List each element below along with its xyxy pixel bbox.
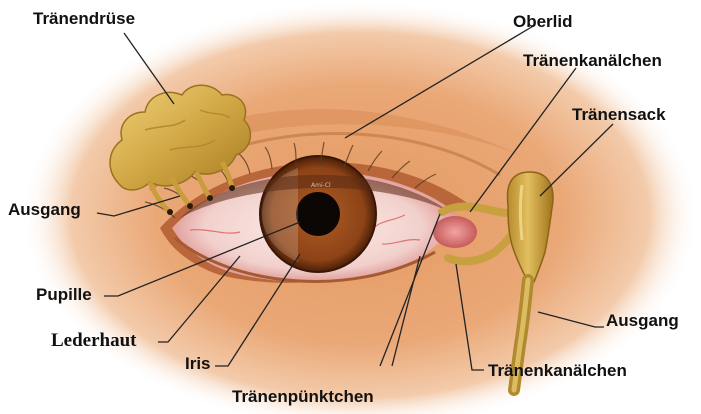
label-pupille: Pupille: [36, 286, 92, 303]
watermark: Ami-Cl: [311, 182, 331, 189]
label-traenendruese: Tränendrüse: [33, 10, 135, 27]
label-traenenkanaelchen-top: Tränenkanälchen: [523, 52, 662, 69]
caruncula: [433, 216, 477, 248]
label-ausgang-left: Ausgang: [8, 201, 81, 218]
label-traenenkanaelchen-bottom: Tränenkanälchen: [488, 362, 627, 379]
label-oberlid: Oberlid: [513, 13, 573, 30]
label-traenenpuenktchen: Tränenpünktchen: [232, 388, 374, 405]
label-lederhaut: Lederhaut: [51, 331, 137, 350]
label-traenensack: Tränensack: [572, 106, 666, 123]
pupil: [296, 192, 340, 236]
label-iris: Iris: [185, 355, 211, 372]
label-ausgang-right: Ausgang: [606, 312, 679, 329]
